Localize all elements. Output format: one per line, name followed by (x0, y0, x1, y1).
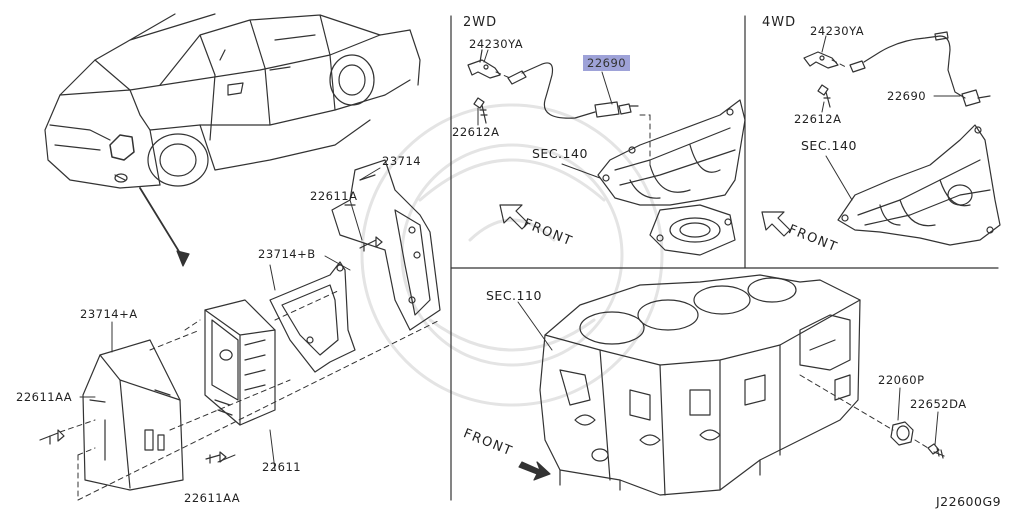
panel-dividers (450, 15, 999, 501)
twowd-bracket-drawing (467, 49, 501, 79)
ecm-bracket-23714 (331, 159, 441, 331)
twowd-exhaust-manifold (597, 99, 746, 256)
engine-label-sec110: SEC.110 (486, 288, 542, 303)
watermark-emblem (360, 103, 664, 407)
ecm-bracket-23714-b (269, 261, 356, 373)
engine-leader-lines (517, 301, 939, 446)
twowd-leader-lines (477, 49, 613, 179)
engine-label-22060p: 22060P (878, 373, 925, 387)
label-22611a: 22611A (310, 189, 358, 203)
fourwd-label-22690: 22690 (887, 89, 927, 103)
label-23714: 23714 (382, 154, 422, 168)
twowd-front-arrow (499, 204, 529, 230)
fourwd-sensor-drawing (849, 31, 991, 107)
label-23714-a: 23714+A (80, 307, 138, 321)
fourwd-exhaust-manifold (837, 124, 1001, 246)
engine-dashed-lines (799, 374, 929, 449)
twowd-label-sec140: SEC.140 (532, 146, 588, 161)
label-22611aa-bottom: 22611AA (184, 491, 241, 505)
fourwd-label-22612a: 22612A (794, 112, 842, 126)
engine-block-drawing (539, 274, 861, 496)
twowd-label-24230ya: 24230YA (469, 37, 524, 51)
drawing-code: J22600G9 (936, 494, 1002, 509)
twowd-panel-title: 2WD (463, 15, 498, 30)
label-22611aa-left: 22611AA (16, 390, 73, 404)
ecm-bolts (39, 236, 383, 464)
fourwd-leader-lines (821, 35, 961, 201)
twowd-sensor-drawing (507, 62, 639, 119)
fourwd-panel-title: 4WD (762, 15, 797, 30)
label-23714-b: 23714+B (258, 247, 316, 261)
fourwd-label-24230ya: 24230YA (810, 24, 865, 38)
fourwd-bracket-drawing (803, 51, 839, 69)
ecm-dashed-lines (59, 289, 441, 501)
twowd-dashed-lines (495, 71, 651, 166)
twowd-label-22690-highlighted: 22690 (583, 55, 631, 71)
twowd-label-22612a: 22612A (452, 125, 500, 139)
fourwd-label-sec140: SEC.140 (801, 138, 857, 153)
label-22611: 22611 (262, 460, 302, 474)
vehicle-drawing (44, 13, 421, 189)
fourwd-dashed-lines (831, 59, 849, 69)
callout-arrow (139, 187, 190, 267)
engine-label-22652da: 22652DA (910, 397, 967, 411)
fourwd-bolt-drawing (817, 84, 831, 108)
ecm-unit-22611 (204, 299, 276, 426)
engine-front-arrow (518, 461, 551, 481)
twowd-bolt-drawing (473, 97, 488, 124)
knock-sensor-drawing (890, 421, 945, 459)
ecm-leader-lines (79, 167, 381, 471)
fourwd-front-arrow (761, 211, 791, 237)
ecm-cover-23714-a (82, 339, 184, 491)
